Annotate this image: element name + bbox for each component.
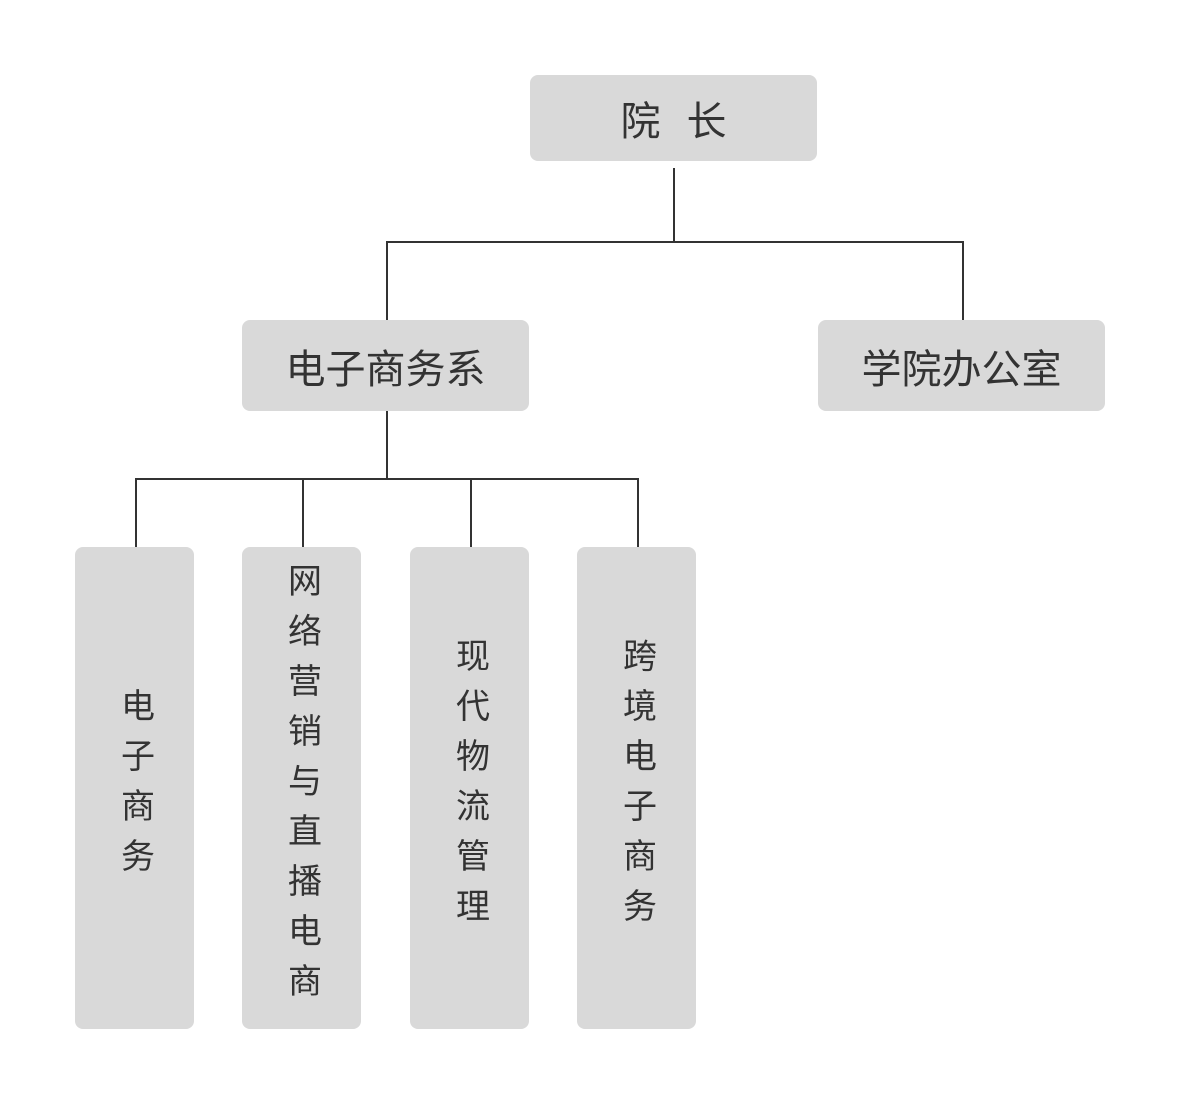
major-node-cross-border-ecommerce: 跨境电子商务 bbox=[577, 547, 696, 1029]
connector-line bbox=[673, 168, 675, 242]
connector-line bbox=[962, 241, 964, 320]
connector-line bbox=[386, 411, 388, 479]
ecommerce-department-label: 电子商务系 bbox=[285, 346, 486, 393]
connector-line bbox=[302, 478, 304, 547]
ecommerce-department-node: 电子商务系 bbox=[242, 320, 529, 411]
major-node-network-marketing: 网络营销与直播电商 bbox=[242, 547, 361, 1029]
connector-line bbox=[386, 241, 963, 243]
college-office-label: 学院办公室 bbox=[861, 346, 1062, 393]
connector-line bbox=[470, 478, 472, 547]
dean-node: 院长 bbox=[530, 75, 817, 161]
connector-line bbox=[637, 478, 639, 547]
dean-label: 院长 bbox=[620, 99, 753, 145]
major-label: 跨境电子商务 bbox=[616, 638, 657, 938]
major-node-ecommerce: 电子商务 bbox=[75, 547, 194, 1029]
major-label: 电子商务 bbox=[114, 688, 155, 888]
major-label: 网络营销与直播电商 bbox=[281, 563, 322, 1013]
college-office-node: 学院办公室 bbox=[818, 320, 1105, 411]
major-node-modern-logistics: 现代物流管理 bbox=[410, 547, 529, 1029]
major-label: 现代物流管理 bbox=[449, 638, 490, 938]
connector-line bbox=[386, 241, 388, 320]
connector-line bbox=[135, 478, 137, 547]
connector-line bbox=[135, 478, 638, 480]
